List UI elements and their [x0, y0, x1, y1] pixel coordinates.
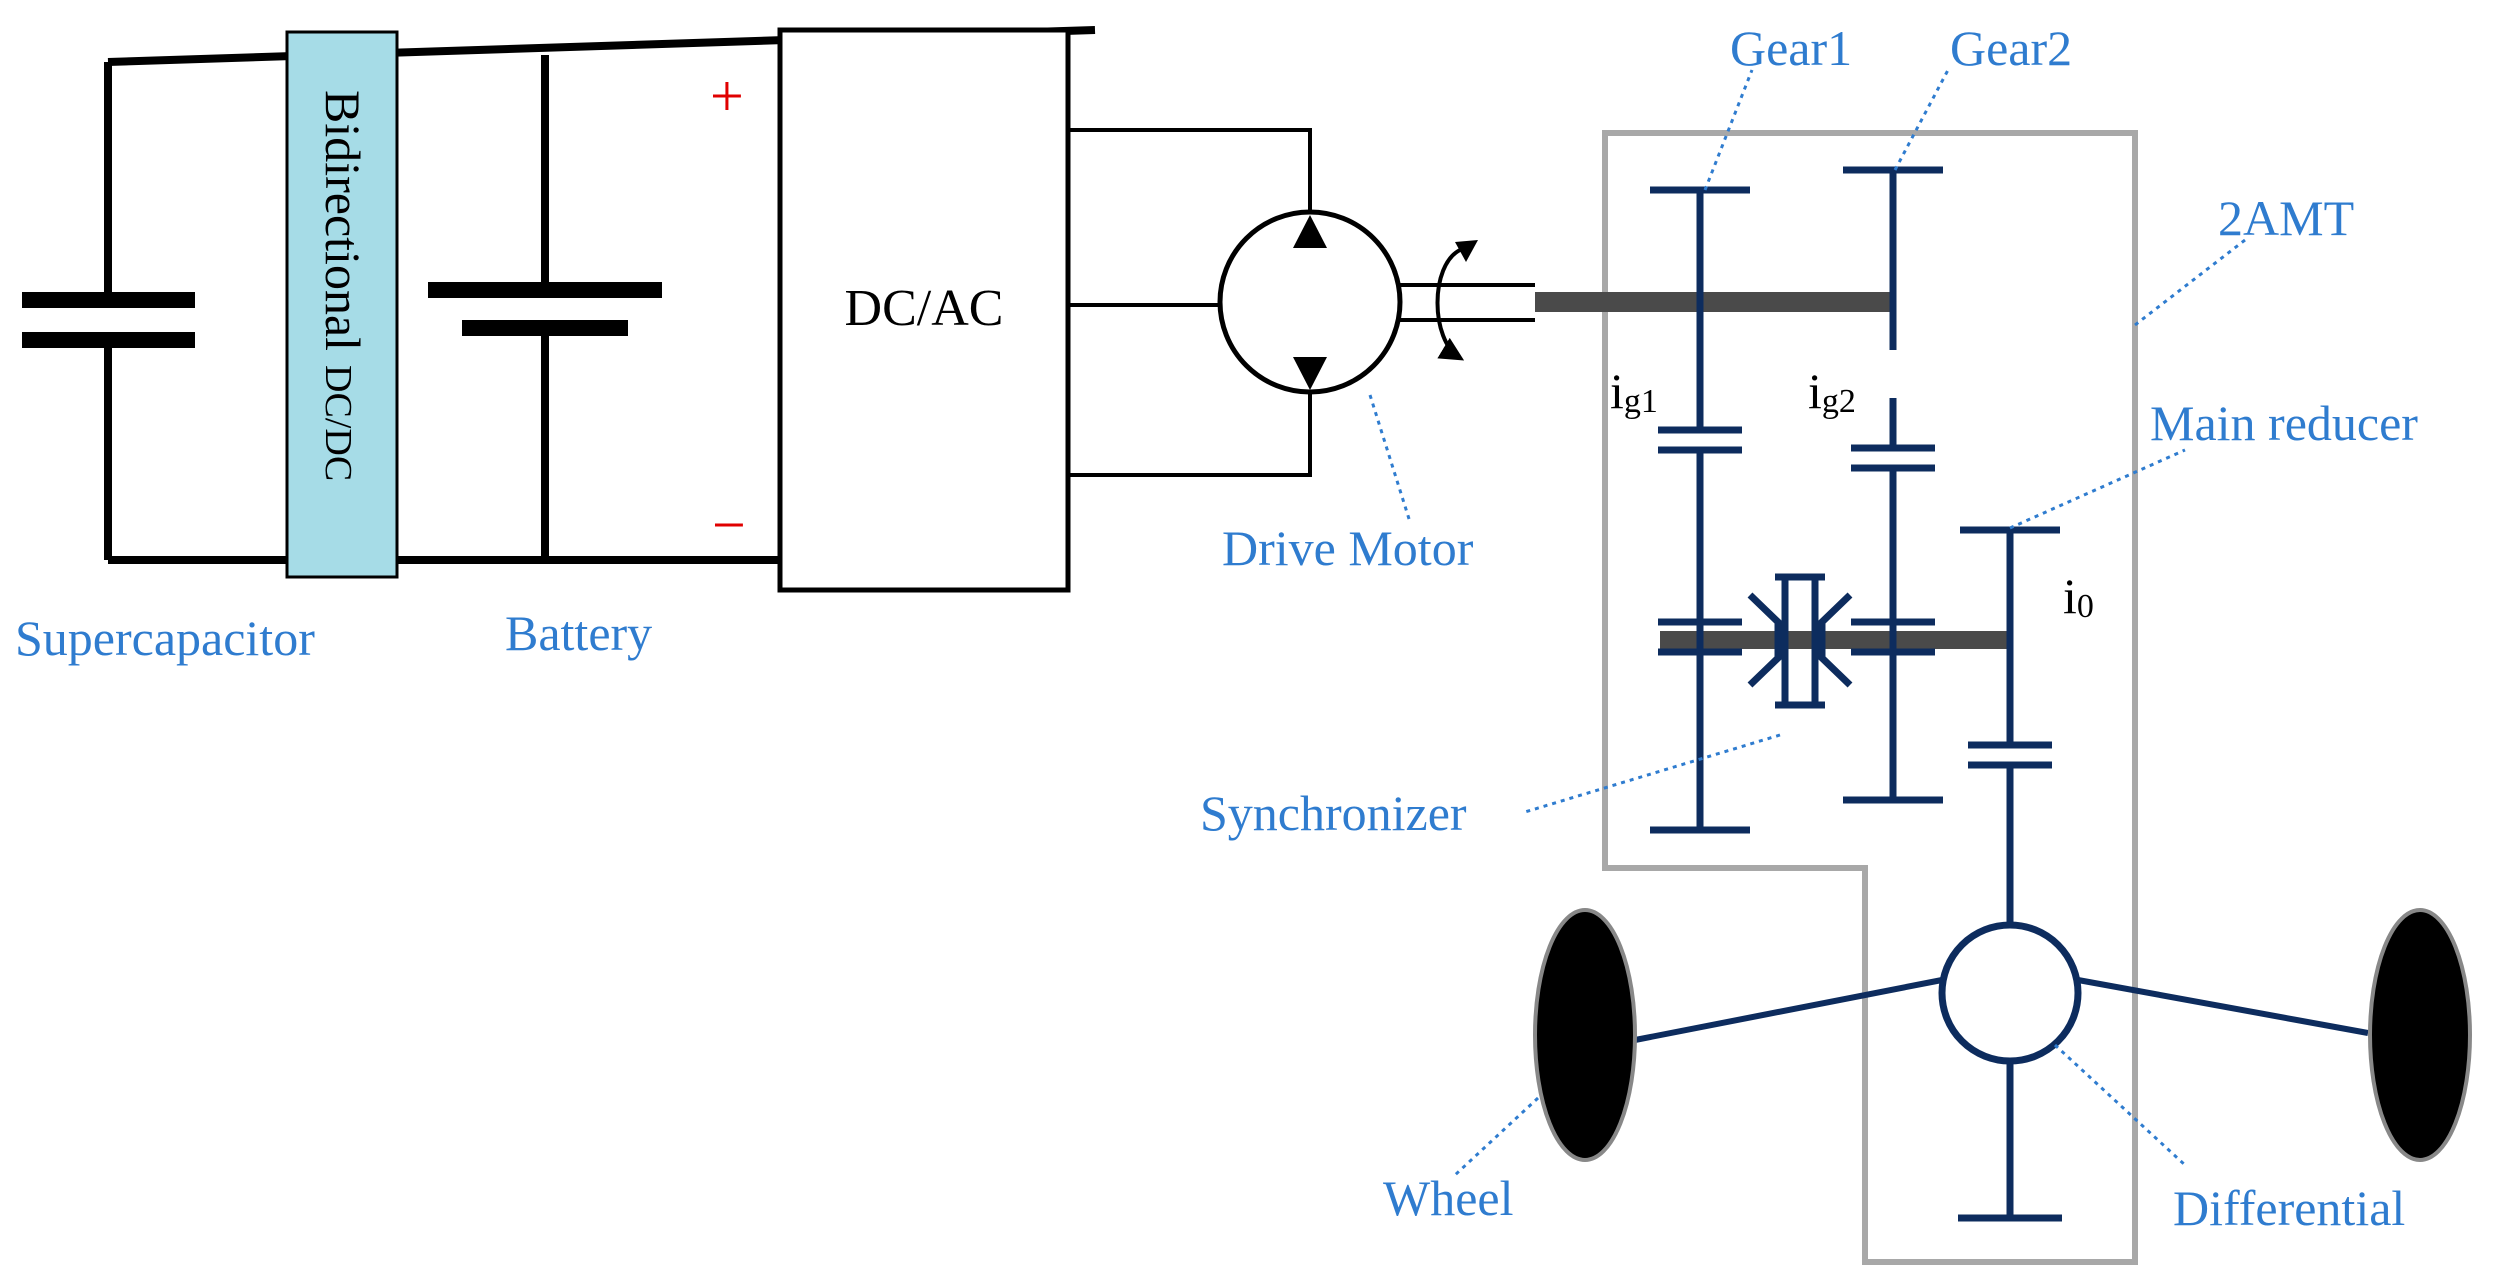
wheel-icon-right	[2368, 908, 2472, 1162]
wheel-label: Wheel	[1383, 1170, 1513, 1226]
gear2-label: Gear2	[1950, 20, 2072, 76]
gear1-label: Gear1	[1730, 20, 1852, 76]
differential-label: Differential	[2173, 1180, 2405, 1236]
motor-wiring	[1068, 128, 1312, 477]
main-reducer-label: Main reducer	[2150, 395, 2418, 451]
rotation-arrow-top	[1455, 240, 1478, 262]
supercapacitor-label: Supercapacitor	[15, 610, 315, 666]
synchronizer-icon	[1747, 573, 1853, 709]
synchronizer-label: Synchronizer	[1200, 785, 1467, 841]
battery-icon	[428, 55, 662, 560]
ratio-ig2-label: ig2	[1808, 363, 1856, 420]
gear-set	[1650, 166, 2062, 1222]
plus-sign: +	[710, 63, 744, 129]
minus-sign: −	[712, 492, 746, 558]
wheel-icon	[1533, 908, 1637, 1162]
ratio-i0-label: i0	[2063, 568, 2094, 625]
countershaft	[1660, 631, 2010, 649]
dcdc-label: BidirectionalDC/DC	[315, 90, 371, 481]
motor-icon	[1217, 209, 1535, 395]
inverter-box: DC/AC	[777, 27, 1071, 593]
input-shaft	[1535, 292, 1893, 312]
amt-housing	[1602, 130, 2138, 1265]
differential-icon	[1634, 921, 2369, 1065]
dcdc-converter: BidirectionalDC/DC	[285, 30, 399, 579]
ratio-ig1-label: ig1	[1610, 363, 1658, 420]
leader-lines	[1368, 69, 2246, 1177]
drive-motor-label: Drive Motor	[1222, 520, 1474, 576]
capacitor-icon	[22, 62, 195, 560]
battery-label: Battery	[505, 605, 652, 661]
amt-label: 2AMT	[2218, 190, 2354, 246]
inverter-label: DC/AC	[845, 280, 1004, 337]
rotation-arrow-icon	[1435, 248, 1465, 361]
